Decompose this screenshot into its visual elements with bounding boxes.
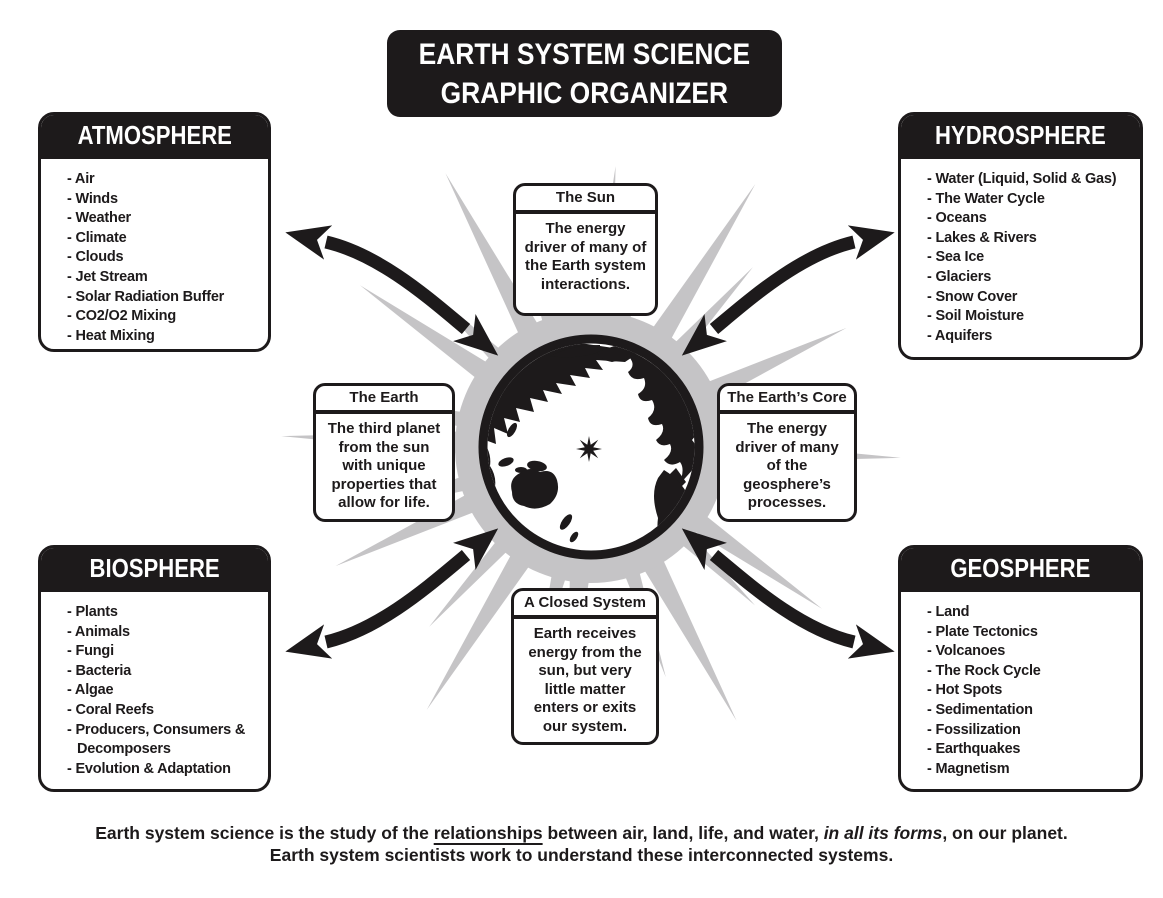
list-item: - Glaciers <box>927 268 992 285</box>
list-item: - Evolution & Adaptation <box>67 760 231 777</box>
list-item: - Hot Spots <box>927 682 1003 699</box>
atmosphere-list: - Air - Winds - Weather - Climate - Clouds - … <box>41 159 268 349</box>
callout-title: The Earth’s Core <box>720 386 854 414</box>
callout-earth: The Earth The third planet from the sun … <box>313 383 455 522</box>
list-item: - Plants <box>67 604 118 620</box>
center-star-icon <box>576 436 602 462</box>
title-banner: EARTH SYSTEM SCIENCE GRAPHIC ORGANIZER <box>387 30 782 117</box>
callout-sun: The Sun The energy driver of many of the… <box>513 183 658 316</box>
list-item: - Heat Mixing <box>67 327 155 344</box>
list-item: - Fungi <box>67 643 114 660</box>
interaction-arrows <box>285 225 895 659</box>
list-item: - Land <box>927 604 970 620</box>
panel-heading: ATMOSPHERE <box>41 115 268 159</box>
list-item: - Earthquakes <box>927 741 1021 758</box>
panel-hydrosphere: HYDROSPHERE - Water (Liquid, Solid & Gas… <box>898 112 1143 360</box>
sun-ray <box>624 525 737 721</box>
list-item: - Jet Stream <box>67 268 148 285</box>
title-line-1: EARTH SYSTEM SCIENCE <box>418 37 751 71</box>
list-item: - Bacteria <box>67 662 132 679</box>
list-item: - Water (Liquid, Solid & Gas) <box>927 171 1117 187</box>
arrow-atmosphere <box>285 225 499 356</box>
biosphere-list: - Plants - Animals - Fungi - Bacteria - Alga… <box>41 592 268 789</box>
panel-atmosphere: ATMOSPHERE - Air - Winds - Weather - Climat… <box>38 112 271 352</box>
list-item: - Animals <box>67 623 130 640</box>
list-item: - Solar Radiation Buffer <box>67 288 225 305</box>
arrow-geosphere <box>681 528 895 659</box>
hydrosphere-list: - Water (Liquid, Solid & Gas) - The Water… <box>901 159 1140 356</box>
list-item: - Coral Reefs <box>67 701 154 718</box>
footer-underlined-word: relationships <box>433 823 543 843</box>
arrow-biosphere <box>285 528 499 659</box>
callout-body: The energy driver of many of the Earth s… <box>524 220 647 293</box>
callout-title: The Earth <box>316 386 452 414</box>
panel-heading: BIOSPHERE <box>41 548 268 592</box>
footer-text: Earth system science is the study of the… <box>0 822 1163 866</box>
panel-geosphere: GEOSPHERE - Land - Plate Tectonics - Volca… <box>898 545 1143 792</box>
sun-ray <box>445 173 558 369</box>
list-item: - Volcanoes <box>927 643 1006 660</box>
list-item: - Producers, Consumers & Decomposers <box>67 721 246 758</box>
list-item: - Sea Ice <box>927 249 985 266</box>
list-item: - Lakes & Rivers <box>927 229 1037 246</box>
footer-line-1: Earth system science is the study of the… <box>95 823 1068 843</box>
arrow-hydrosphere <box>681 225 895 356</box>
footer-italic-phrase: in all its forms <box>823 823 943 843</box>
list-item: - Soil Moisture <box>927 308 1024 325</box>
list-item: - Aquifers <box>927 327 993 344</box>
list-item: - The Rock Cycle <box>927 662 1041 679</box>
list-item: - Climate <box>67 229 127 246</box>
panel-heading: HYDROSPHERE <box>901 115 1140 159</box>
title-line-2: GRAPHIC ORGANIZER <box>440 76 729 110</box>
list-item: - Clouds <box>67 249 124 266</box>
list-item: - Sedimentation <box>927 701 1033 718</box>
callout-title: The Sun <box>516 186 655 214</box>
list-item: - Oceans <box>927 210 987 227</box>
callout-body: Earth receives energy from the sun, but … <box>528 625 642 735</box>
list-item: - Algae <box>67 682 114 699</box>
geosphere-list: - Land - Plate Tectonics - Volcanoes - The … <box>901 592 1140 789</box>
list-item: - Air <box>67 171 95 187</box>
list-item: - Fossilization <box>927 721 1021 738</box>
list-item: - Snow Cover <box>927 288 1018 305</box>
list-item: - Plate Tectonics <box>927 623 1038 640</box>
list-item: - Winds <box>67 190 118 207</box>
callout-closed-system: A Closed System Earth receives energy fr… <box>511 588 659 745</box>
list-item: - CO2/O2 Mixing <box>67 308 176 325</box>
callout-core: The Earth’s Core The energy driver of ma… <box>717 383 857 522</box>
callout-title: A Closed System <box>514 591 656 619</box>
callout-body: The energy driver of many of the geosphe… <box>735 420 839 511</box>
list-item: - The Water Cycle <box>927 190 1045 207</box>
panel-biosphere: BIOSPHERE - Plants - Animals - Fungi - Bact… <box>38 545 271 792</box>
callout-body: The third planet from the sun with uniqu… <box>327 420 441 511</box>
footer-line-2: Earth system scientists work to understa… <box>269 845 894 865</box>
list-item: - Magnetism <box>927 760 1010 777</box>
list-item: - Weather <box>67 210 132 227</box>
panel-heading: GEOSPHERE <box>901 548 1140 592</box>
